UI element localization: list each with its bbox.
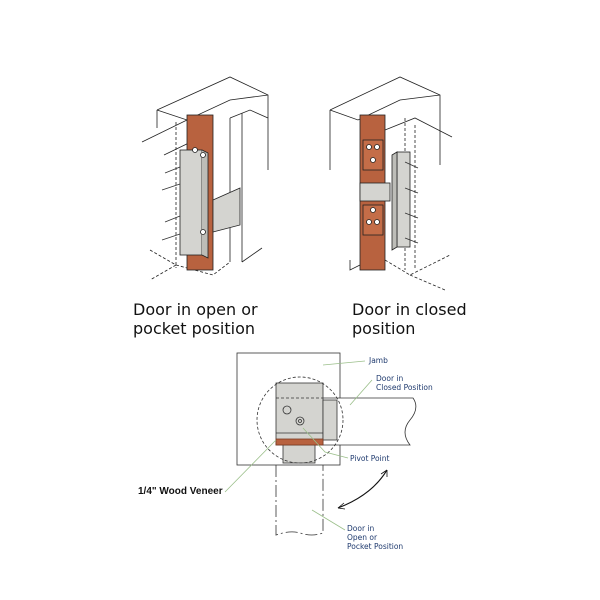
- label-line: Pocket Position: [347, 542, 404, 551]
- hinge-leaf-open: [179, 149, 203, 256]
- label-line: Door in: [376, 374, 404, 383]
- swing-arrow: [337, 469, 388, 509]
- label-veneer: 1/4" Wood Veneer: [138, 486, 223, 497]
- veneer-plan: [275, 438, 324, 446]
- closed-position-drawing: [329, 76, 453, 291]
- caption-line: position: [352, 319, 416, 338]
- caption-open: Door in open or pocket position: [133, 300, 258, 338]
- door-open: [275, 465, 324, 536]
- label-pivot-point: Pivot Point: [350, 454, 390, 463]
- open-position-drawing: [141, 76, 269, 281]
- label-line: Closed Position: [376, 383, 433, 392]
- hinge-leaf-closed: [396, 151, 411, 248]
- hinge-body: [275, 382, 324, 446]
- caption-line: pocket position: [133, 319, 256, 338]
- caption-line: Door in open or: [133, 300, 258, 319]
- caption-closed: Door in closed position: [352, 300, 467, 338]
- label-line: Door in: [347, 524, 375, 533]
- swing-circle: [256, 376, 344, 464]
- label-door-closed: Door in Closed Position: [376, 374, 433, 392]
- plan-view-drawing: [224, 352, 417, 536]
- door-closed: [323, 397, 417, 446]
- caption-line: Door in closed: [352, 300, 467, 319]
- leaders: [224, 360, 373, 531]
- label-jamb: Jamb: [369, 356, 388, 365]
- label-door-open: Door in Open or Pocket Position: [347, 524, 403, 551]
- label-line: Open or: [347, 533, 378, 542]
